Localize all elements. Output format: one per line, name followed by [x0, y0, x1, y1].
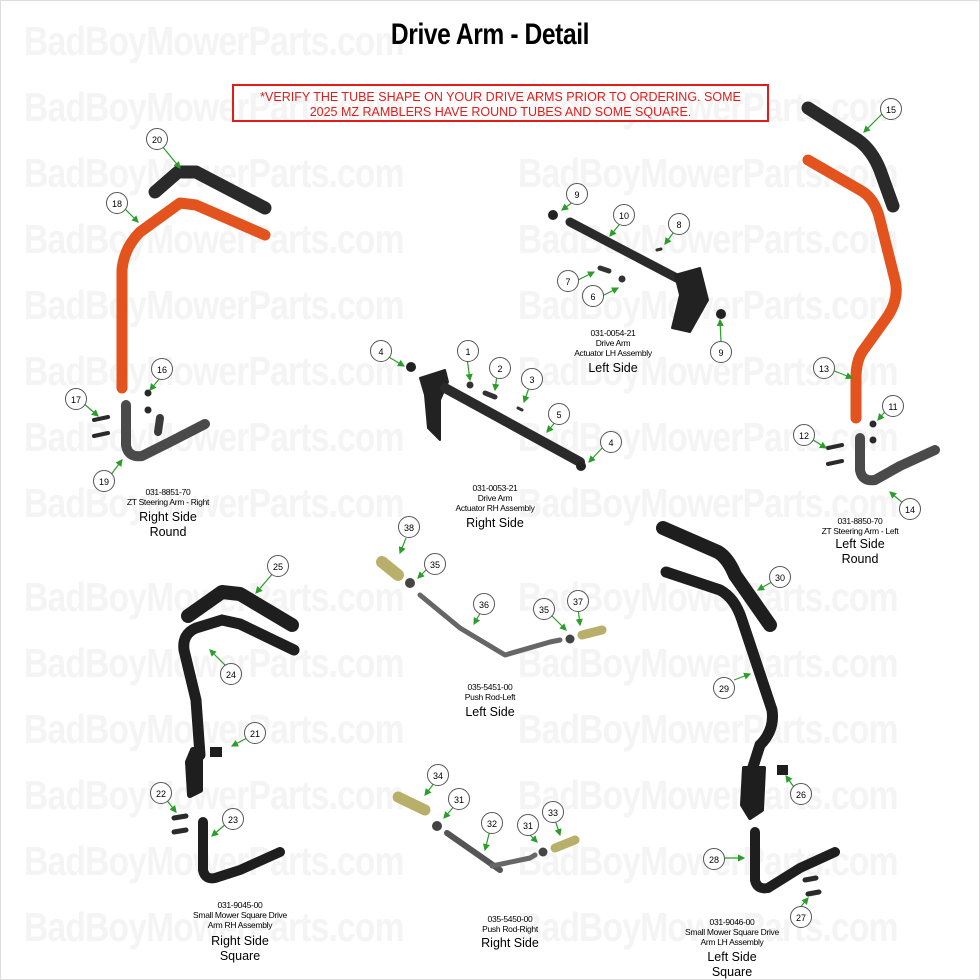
- side-label: Left Side: [588, 361, 638, 375]
- callout-9[interactable]: 9: [566, 183, 588, 205]
- part-description-1: Drive Arm: [477, 493, 513, 503]
- callout-20[interactable]: 20: [146, 128, 168, 150]
- part-number: 031-0053-21: [472, 483, 518, 493]
- caption-square-arm-lh: 031-9046-00 Small Mower Square Drive Arm…: [672, 917, 792, 980]
- callout-18[interactable]: 18: [106, 192, 128, 214]
- callout-33[interactable]: 33: [542, 801, 564, 823]
- callout-16[interactable]: 16: [151, 358, 173, 380]
- callout-2[interactable]: 2: [489, 357, 511, 379]
- caption-actuator-rh: 031-0053-21 Drive Arm Actuator RH Assemb…: [420, 483, 570, 531]
- callout-7[interactable]: 7: [557, 270, 579, 292]
- part-description: Push Rod-Right: [482, 924, 538, 934]
- callout-4[interactable]: 4: [370, 340, 392, 362]
- part-description-2: Arm LH Assembly: [700, 937, 764, 947]
- notice-line-2: 2025 MZ RAMBLERS HAVE ROUND TUBES AND SO…: [309, 105, 692, 119]
- tube-shape-notice: *VERIFY THE TUBE SHAPE ON YOUR DRIVE ARM…: [232, 84, 769, 122]
- callout-13[interactable]: 13: [813, 357, 835, 379]
- callout-19[interactable]: 19: [93, 470, 115, 492]
- shape-label: Round: [149, 525, 187, 539]
- caption-push-rod-right: 035-5450-00 Push Rod-Right Right Side: [455, 914, 565, 951]
- push-rod-left-art: [376, 556, 607, 658]
- shape-label: Round: [841, 552, 879, 566]
- part-description-2: Actuator RH Assembly: [455, 503, 535, 513]
- callout-36[interactable]: 36: [473, 593, 495, 615]
- callout-17[interactable]: 17: [65, 388, 87, 410]
- callout-5[interactable]: 5: [548, 403, 570, 425]
- part-number: 035-5450-00: [487, 914, 533, 924]
- callout-34[interactable]: 34: [427, 764, 449, 786]
- callout-31-b[interactable]: 31: [517, 814, 539, 836]
- callout-21[interactable]: 21: [244, 722, 266, 744]
- callout-28[interactable]: 28: [703, 848, 725, 870]
- callout-10[interactable]: 10: [613, 204, 635, 226]
- callout-6[interactable]: 6: [582, 285, 604, 307]
- part-description: ZT Steering Arm - Left: [821, 526, 899, 536]
- notice-line-1: *VERIFY THE TUBE SHAPE ON YOUR DRIVE ARM…: [260, 90, 741, 104]
- side-label: Left Side: [835, 537, 885, 551]
- actuator-rh-art: [406, 362, 586, 471]
- callout-15[interactable]: 15: [880, 98, 902, 120]
- square-arm-lh-art: [656, 521, 840, 897]
- callout-35[interactable]: 35: [424, 553, 446, 575]
- part-number: 031-9045-00: [217, 900, 263, 910]
- part-number: 031-0054-21: [590, 328, 636, 338]
- callout-23[interactable]: 23: [222, 808, 244, 830]
- callout-38[interactable]: 38: [398, 516, 420, 538]
- caption-steering-arm-right: 031-8851-70 ZT Steering Arm - Right Righ…: [88, 487, 248, 540]
- part-description-1: Drive Arm: [595, 338, 631, 348]
- part-description-1: Small Mower Square Drive: [685, 927, 779, 937]
- caption-square-arm-rh: 031-9045-00 Small Mower Square Drive Arm…: [180, 900, 300, 964]
- caption-actuator-lh: 031-0054-21 Drive Arm Actuator LH Assemb…: [548, 328, 678, 376]
- callout-30[interactable]: 30: [769, 566, 791, 588]
- part-description: ZT Steering Arm - Right: [126, 497, 210, 507]
- callout-32[interactable]: 32: [481, 812, 503, 834]
- callout-9-b[interactable]: 9: [710, 341, 732, 363]
- side-label: Right Side: [211, 934, 269, 948]
- part-description-2: Arm RH Assembly: [207, 920, 273, 930]
- caption-push-rod-left: 035-5451-00 Push Rod-Left Left Side: [420, 682, 560, 720]
- steering-arm-right-round-art: [92, 165, 272, 462]
- push-rod-right-art: [392, 791, 580, 873]
- callout-25[interactable]: 25: [267, 555, 289, 577]
- callout-37[interactable]: 37: [567, 590, 589, 612]
- square-arm-rh-art: [171, 585, 300, 884]
- callout-3[interactable]: 3: [521, 368, 543, 390]
- callout-29[interactable]: 29: [713, 677, 735, 699]
- part-description: Push Rod-Left: [464, 692, 516, 702]
- callout-1[interactable]: 1: [457, 340, 479, 362]
- callout-35-b[interactable]: 35: [533, 598, 555, 620]
- side-label: Left Side: [465, 705, 515, 719]
- part-number: 031-8851-70: [145, 487, 191, 497]
- callout-14[interactable]: 14: [899, 498, 921, 520]
- callout-27[interactable]: 27: [790, 906, 812, 928]
- part-number: 031-9046-00: [709, 917, 755, 927]
- callout-4-b[interactable]: 4: [600, 431, 622, 453]
- callout-24[interactable]: 24: [220, 663, 242, 685]
- callout-31[interactable]: 31: [448, 788, 470, 810]
- callout-12[interactable]: 12: [793, 424, 815, 446]
- steering-arm-left-round-art: [801, 101, 940, 486]
- callout-8[interactable]: 8: [668, 213, 690, 235]
- part-description-2: Actuator LH Assembly: [574, 348, 652, 358]
- side-label: Right Side: [481, 936, 539, 950]
- side-label: Right Side: [139, 510, 197, 524]
- side-label: Right Side: [466, 516, 524, 530]
- callout-22[interactable]: 22: [150, 782, 172, 804]
- part-number: 031-8850-70: [837, 516, 883, 526]
- part-description-1: Small Mower Square Drive: [193, 910, 287, 920]
- side-label: Left Side: [707, 950, 757, 964]
- actuator-lh-art: [548, 210, 726, 333]
- caption-steering-arm-left: 031-8850-70 ZT Steering Arm - Left Left …: [792, 516, 928, 567]
- part-number: 035-5451-00: [467, 682, 513, 692]
- callout-26[interactable]: 26: [790, 783, 812, 805]
- callout-11[interactable]: 11: [882, 395, 904, 417]
- shape-label: Square: [711, 965, 753, 979]
- shape-label: Square: [219, 949, 261, 963]
- page-title: Drive Arm - Detail: [390, 18, 590, 51]
